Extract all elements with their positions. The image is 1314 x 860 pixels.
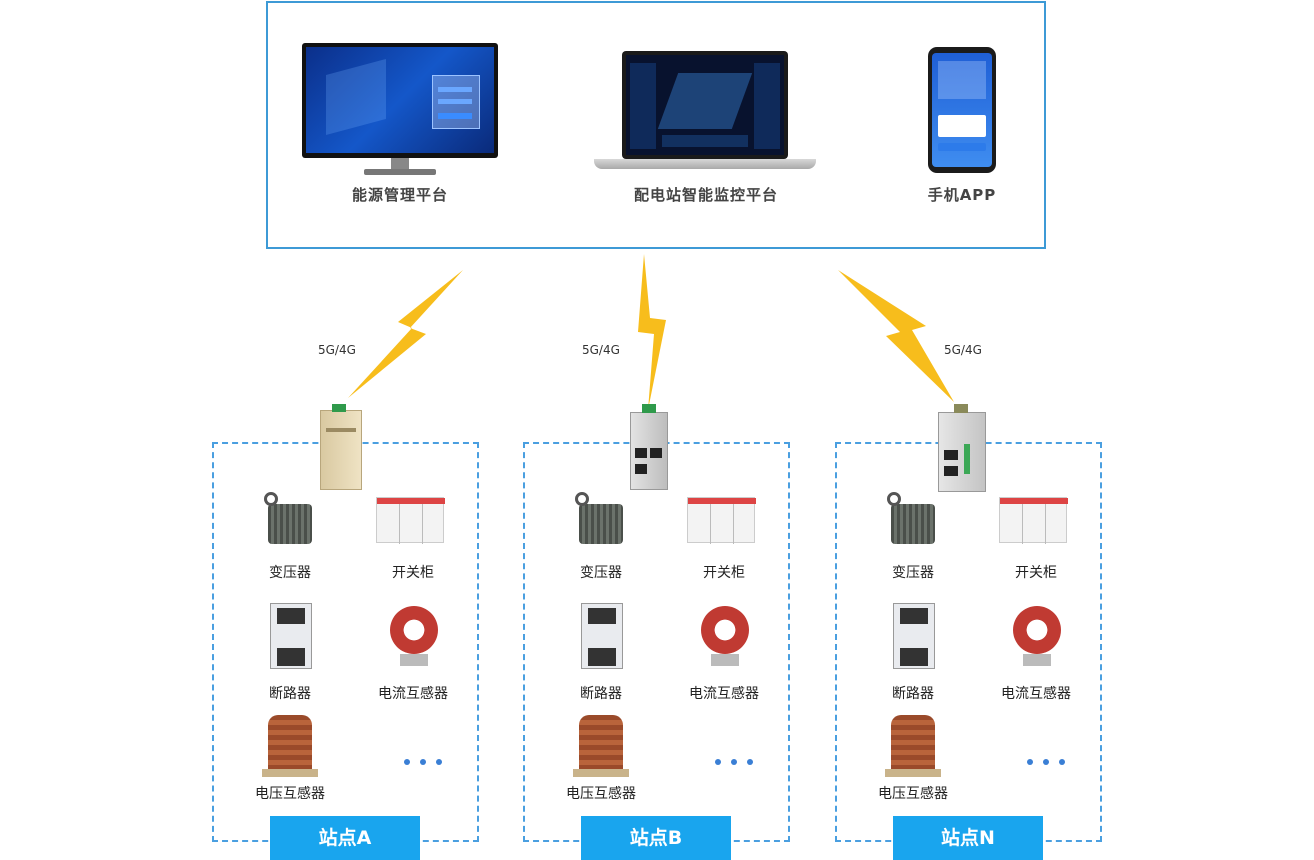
device-label-pt: 电压互感器 <box>566 786 636 802</box>
device-label-breaker: 断路器 <box>892 686 934 702</box>
lightning-icon-center <box>638 254 666 410</box>
ct-icon <box>1013 606 1061 668</box>
laptop-image <box>594 51 816 175</box>
device-label-ct: 电流互感器 <box>1001 686 1071 702</box>
network-label-n: 5G/4G <box>944 343 982 357</box>
device-label-pt: 电压互感器 <box>255 786 325 802</box>
network-label-a: 5G/4G <box>318 343 356 357</box>
platform-box <box>266 1 1046 249</box>
phone-image <box>928 47 996 173</box>
device-label-pt: 电压互感器 <box>878 786 948 802</box>
device-label-transformer: 变压器 <box>580 565 622 581</box>
ct-icon <box>701 606 749 668</box>
platform-label-monitoring: 配电站智能监控平台 <box>633 186 778 204</box>
gateway-b-image <box>630 404 668 490</box>
transformer-icon <box>264 492 316 550</box>
breaker-icon <box>581 603 623 669</box>
device-label-ct: 电流互感器 <box>689 686 759 702</box>
site-tag-a: 站点A <box>270 816 420 860</box>
site-tag-b: 站点B <box>581 816 731 860</box>
transformer-icon <box>575 492 627 550</box>
platform-label-app: 手机APP <box>927 186 997 204</box>
device-label-breaker: 断路器 <box>580 686 622 702</box>
device-label-transformer: 变压器 <box>269 565 311 581</box>
transformer-icon <box>887 492 939 550</box>
platform-label-energy: 能源管理平台 <box>351 186 448 204</box>
ct-icon <box>390 606 438 668</box>
pt-icon <box>262 715 318 777</box>
lightning-icon-left <box>348 270 463 398</box>
switchgear-icon <box>687 497 756 544</box>
switchgear-icon <box>999 497 1068 544</box>
pt-icon <box>573 715 629 777</box>
device-label-breaker: 断路器 <box>269 686 311 702</box>
lightning-icon-right <box>838 270 954 402</box>
device-label-switchgear: 开关柜 <box>1015 565 1057 581</box>
breaker-icon <box>893 603 935 669</box>
breaker-icon <box>270 603 312 669</box>
gateway-n-image <box>938 404 986 492</box>
device-label-ct: 电流互感器 <box>378 686 448 702</box>
gateway-a-image <box>320 404 362 490</box>
more-dots <box>1016 750 1076 769</box>
monitor-image <box>302 43 498 178</box>
pt-icon <box>885 715 941 777</box>
device-label-switchgear: 开关柜 <box>392 565 434 581</box>
device-label-switchgear: 开关柜 <box>703 565 745 581</box>
switchgear-icon <box>376 497 445 544</box>
network-label-b: 5G/4G <box>582 343 620 357</box>
device-label-transformer: 变压器 <box>892 565 934 581</box>
more-dots <box>704 750 764 769</box>
more-dots <box>393 750 453 769</box>
site-tag-n: 站点N <box>893 816 1043 860</box>
